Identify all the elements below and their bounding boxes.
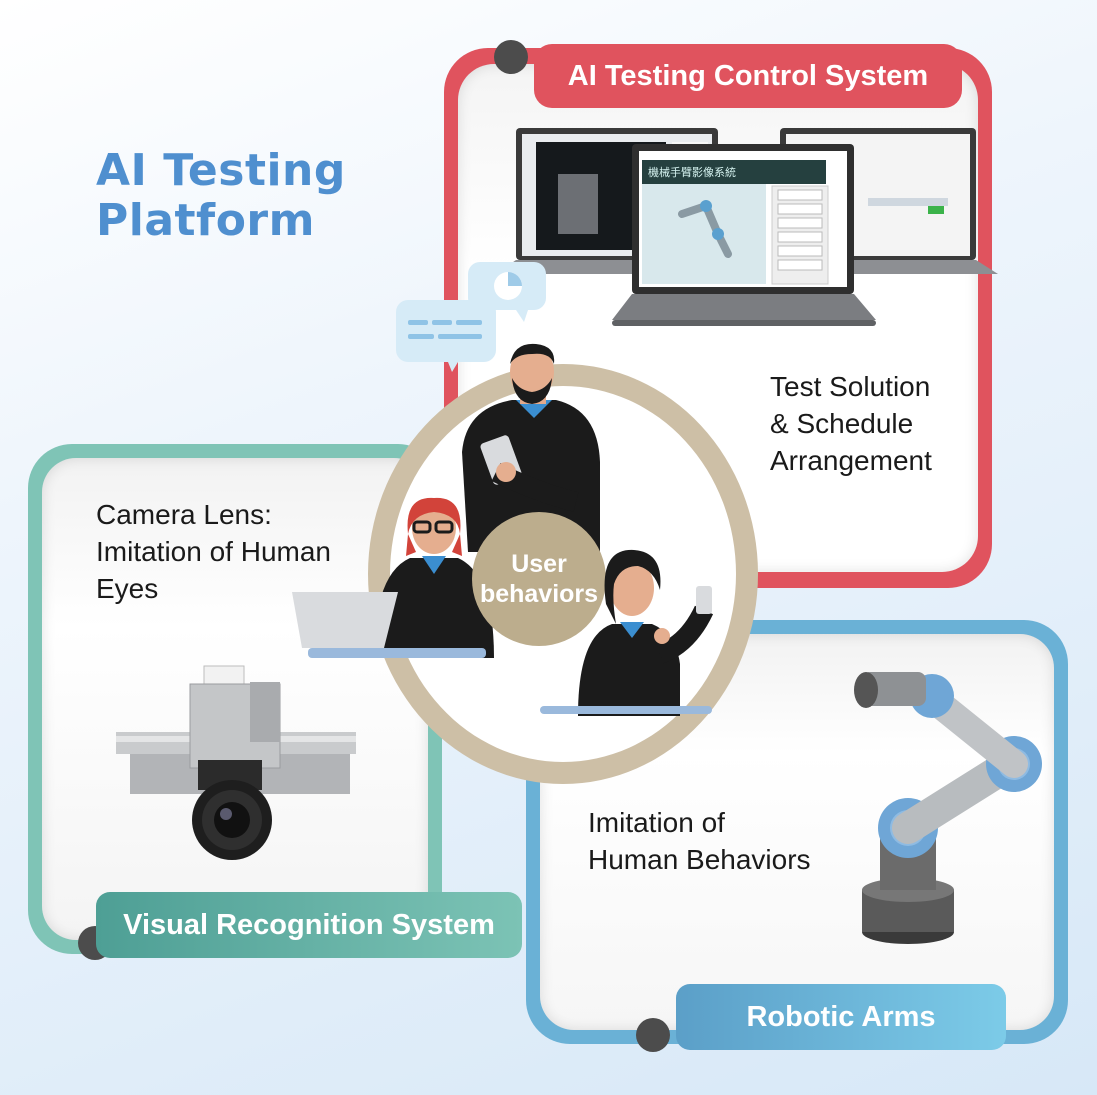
robotic-arms-tab: Robotic Arms	[676, 984, 1006, 1050]
center-laptop-icon: 機械手臂影像系統	[612, 144, 876, 326]
robotic-arm-icon	[854, 672, 1042, 944]
vision-system-tab: Visual Recognition System	[96, 892, 522, 958]
woman-with-phone-figure	[578, 549, 714, 716]
woman-with-glasses-figure	[374, 497, 494, 658]
tab-dot	[494, 40, 528, 74]
camera-lens-icon	[116, 665, 356, 860]
page-title: AI Testing Platform	[96, 145, 346, 246]
screen-title: 機械手臂影像系統	[648, 165, 736, 179]
desk-edge	[540, 706, 712, 714]
woman-laptop	[292, 592, 486, 658]
user-behaviors-badge: User behaviors	[472, 512, 606, 646]
robot-arm-illustration	[854, 672, 1042, 944]
woman-icon	[374, 497, 494, 658]
man-icon	[462, 343, 600, 552]
chat-bubbles	[396, 262, 546, 372]
tab-dot	[636, 1018, 670, 1052]
man-figure	[462, 343, 600, 552]
camera-illustration	[116, 665, 356, 860]
laptop-icon	[292, 592, 486, 658]
woman-phone-icon	[578, 549, 714, 716]
laptops-illustration: 機械手臂影像系統	[496, 128, 998, 326]
robot-description: Imitation of Human Behaviors	[588, 807, 811, 875]
vision-description: Camera Lens: Imitation of Human Eyes	[96, 499, 331, 604]
control-description: Test Solution & Schedule Arrangement	[770, 371, 932, 476]
message-bubble-icon	[396, 300, 496, 372]
chat-bubble-icon	[468, 262, 546, 322]
control-system-tab: AI Testing Control System	[534, 44, 962, 108]
